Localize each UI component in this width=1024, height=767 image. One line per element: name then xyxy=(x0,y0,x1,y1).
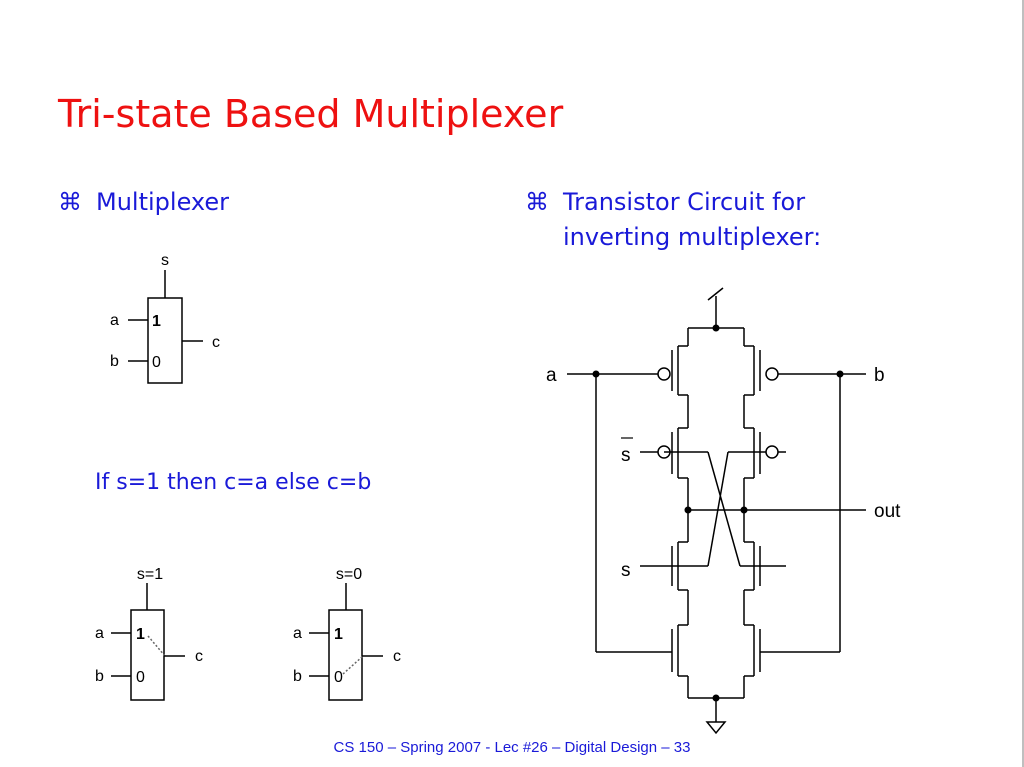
slide-footer: CS 150 – Spring 2007 - Lec #26 – Digital… xyxy=(333,739,691,756)
port-0-label: 0 xyxy=(136,669,145,686)
input-b-label: b xyxy=(874,365,885,386)
select-label: s=0 xyxy=(336,566,362,583)
mux-box xyxy=(328,609,363,701)
select-label: s xyxy=(161,252,169,269)
input-a-label: a xyxy=(546,365,557,386)
input-b-label: b xyxy=(95,668,104,685)
output-label: out xyxy=(874,501,901,522)
select-label: s=1 xyxy=(137,566,163,583)
slide-title: Tri-state Based Multiplexer xyxy=(58,92,564,136)
selected-path xyxy=(342,655,364,675)
port-1-label: 1 xyxy=(152,313,161,330)
input-a-label: a xyxy=(95,625,104,642)
bullet-text-line1: Transistor Circuit for xyxy=(563,188,806,216)
mux-diagram-s0: s=0 a b 1 0 c xyxy=(293,566,401,701)
mux-rule-text: If s=1 then c=a else c=b xyxy=(95,470,372,495)
select-bar-label: s xyxy=(621,445,631,466)
port-1-label: 1 xyxy=(334,626,343,643)
bullet-multiplexer: ⌘ Multiplexer xyxy=(58,185,358,225)
slide-border xyxy=(1022,0,1024,767)
input-a-label: a xyxy=(110,312,119,329)
port-0-label: 0 xyxy=(334,669,343,686)
input-a-label: a xyxy=(293,625,302,642)
select-label: s xyxy=(621,560,631,581)
transistor-circuit: a b s s out xyxy=(546,287,901,735)
mux-diagram: s a b 1 0 c xyxy=(110,252,220,384)
bullet-text-line2: inverting multiplexer: xyxy=(563,223,822,251)
output-c-label: c xyxy=(212,334,220,351)
bullet-text: Multiplexer xyxy=(96,188,230,216)
input-b-label: b xyxy=(110,353,119,370)
input-b-label: b xyxy=(293,668,302,685)
command-key-icon: ⌘ xyxy=(525,188,549,216)
output-c-label: c xyxy=(195,648,203,665)
mux-box xyxy=(130,609,165,701)
output-c-label: c xyxy=(393,648,401,665)
mux-diagram-s1: s=1 a b 1 0 c xyxy=(95,566,203,701)
selected-path xyxy=(147,635,166,657)
port-0-label: 0 xyxy=(152,354,161,371)
bullet-transistor-circuit: ⌘ Transistor Circuit for inverting multi… xyxy=(525,185,945,265)
port-1-label: 1 xyxy=(136,626,145,643)
command-key-icon: ⌘ xyxy=(58,188,82,216)
